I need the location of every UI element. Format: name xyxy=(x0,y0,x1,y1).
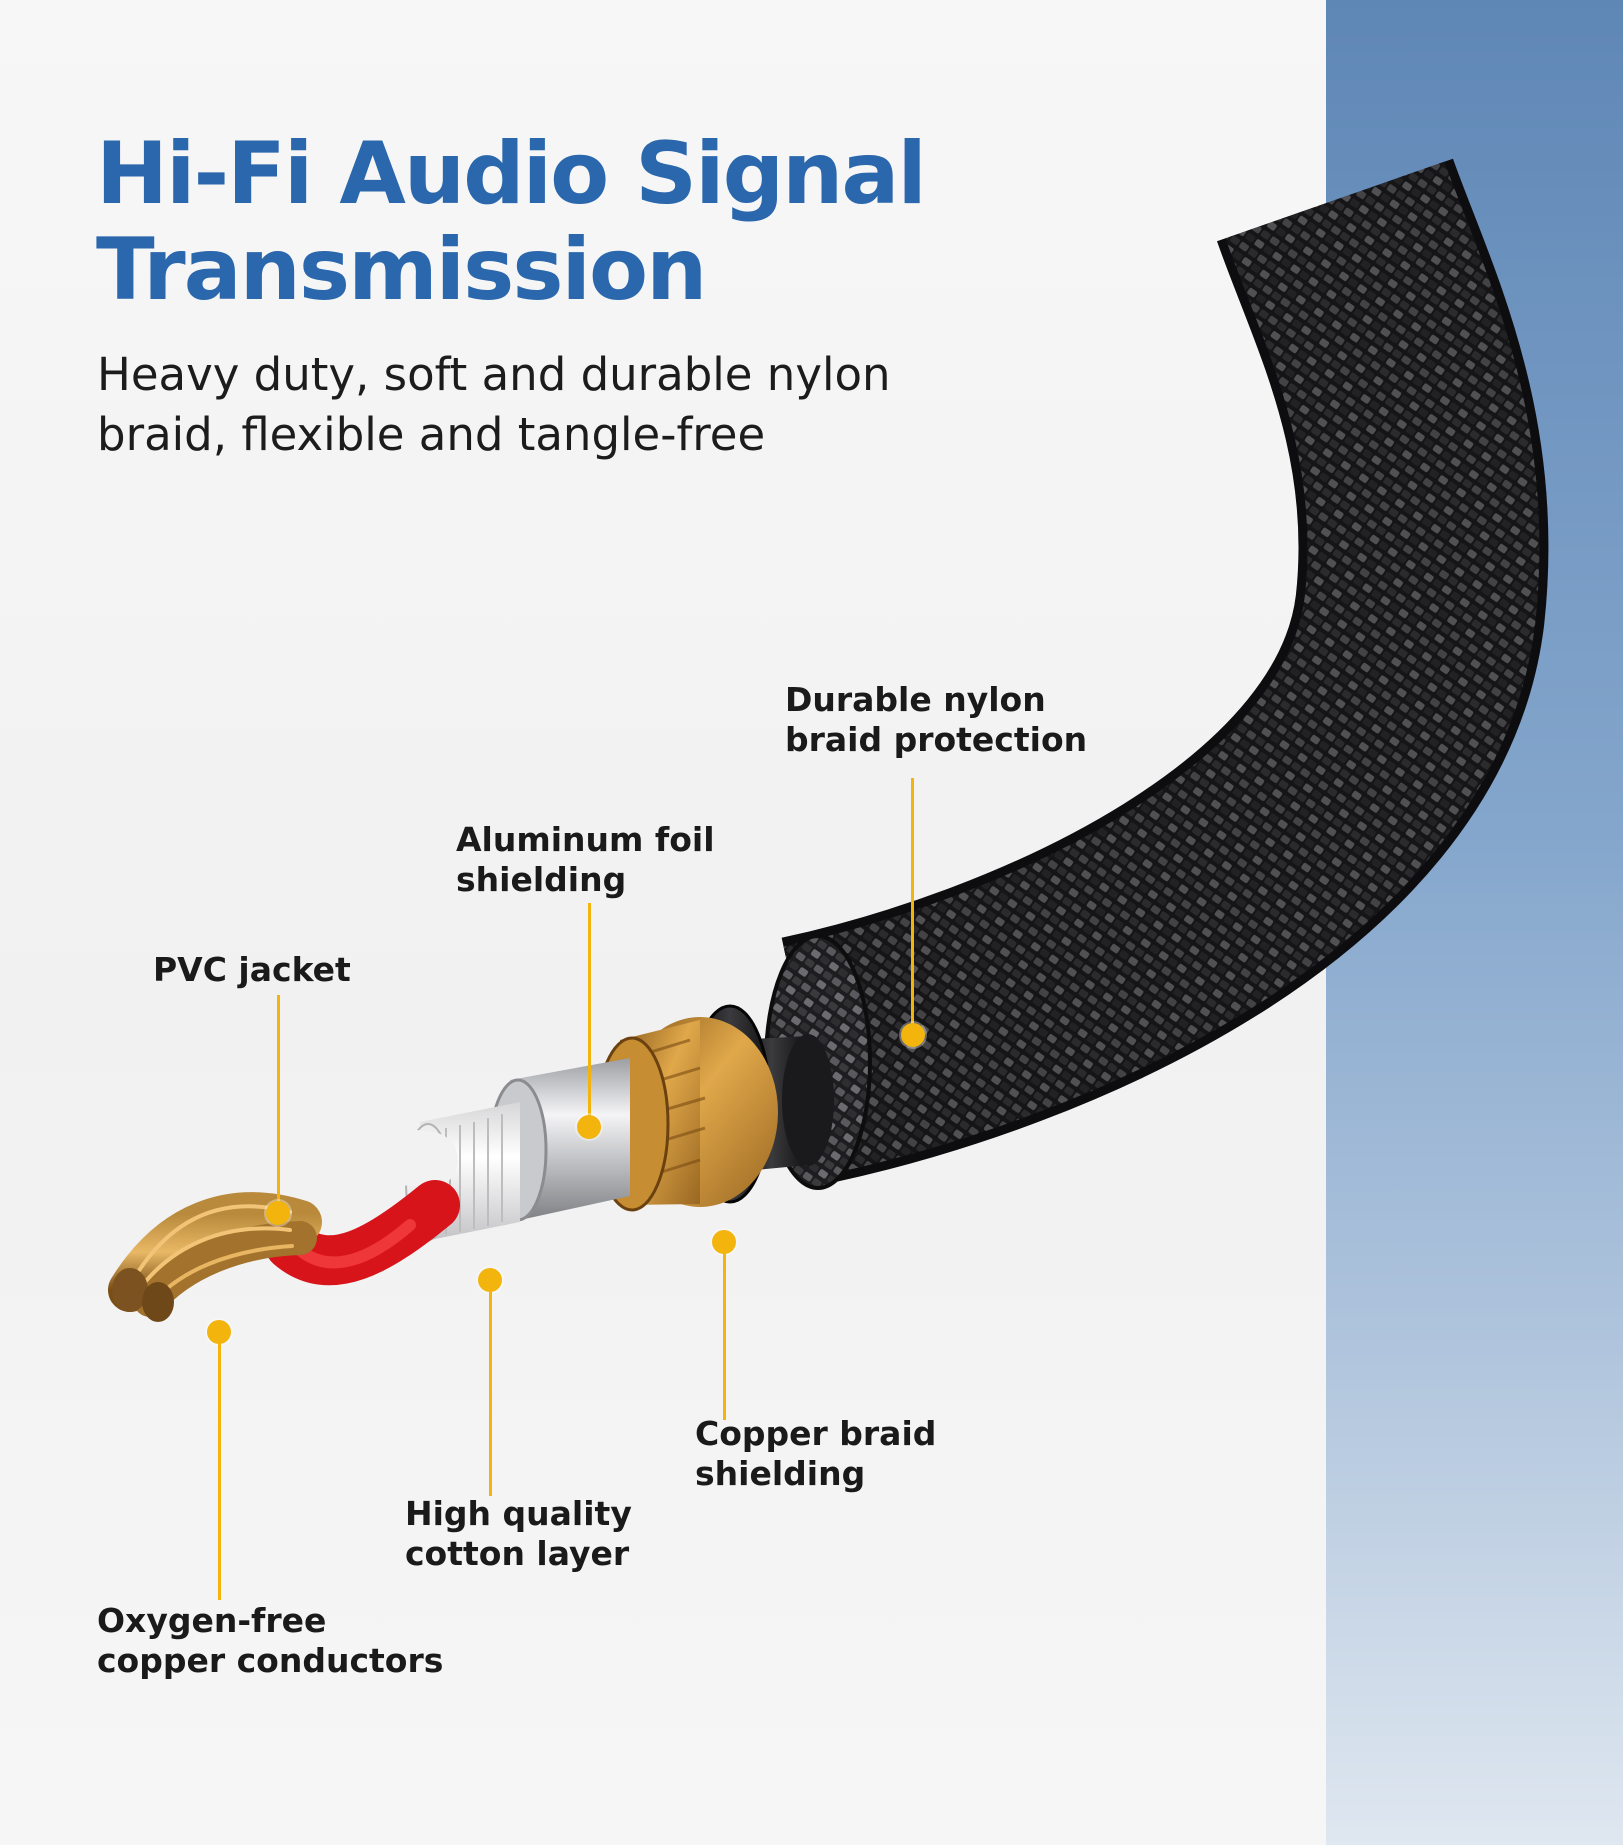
callout-label-copper-braid: Copper braid shielding xyxy=(695,1414,936,1494)
callout-label-aluminum-foil: Aluminum foil shielding xyxy=(456,820,715,900)
callout-label-cotton-layer: High quality cotton layer xyxy=(405,1494,632,1574)
callout-label-line: shielding xyxy=(456,860,627,899)
callout-dot-pvc-jacket xyxy=(266,1201,290,1225)
callout-label-line: High quality xyxy=(405,1494,632,1533)
title-line-2: Transmission xyxy=(96,220,707,320)
callout-label-pvc-jacket: PVC jacket xyxy=(153,950,351,990)
callout-line-cotton-layer xyxy=(489,1280,492,1496)
callout-line-aluminum-foil xyxy=(588,903,591,1127)
callout-label-line: Aluminum foil xyxy=(456,820,715,859)
callout-label-line: PVC jacket xyxy=(153,950,351,989)
callout-label-line: cotton layer xyxy=(405,1534,630,1573)
callout-line-nylon-braid xyxy=(911,778,914,1035)
subtitle-line-1: Heavy duty, soft and durable nylon xyxy=(97,348,891,401)
page-title: Hi-Fi Audio Signal Transmission xyxy=(96,126,1096,318)
callout-dot-nylon-braid xyxy=(901,1023,925,1047)
callout-line-copper-conductors xyxy=(218,1332,221,1600)
callout-label-line: braid protection xyxy=(785,720,1088,759)
callout-line-copper-braid xyxy=(723,1242,726,1420)
callout-label-line: Copper braid xyxy=(695,1414,937,1453)
callout-label-copper-conductors: Oxygen-free copper conductors xyxy=(97,1601,443,1681)
callout-label-nylon-braid: Durable nylon braid protection xyxy=(785,680,1087,760)
page-subtitle: Heavy duty, soft and durable nylon braid… xyxy=(97,345,997,465)
callout-dot-aluminum-foil xyxy=(577,1115,601,1139)
subtitle-line-2: braid, flexible and tangle-free xyxy=(97,408,766,461)
callout-line-pvc-jacket xyxy=(277,995,280,1213)
callout-label-line: shielding xyxy=(695,1454,866,1493)
callout-label-line: Oxygen-free xyxy=(97,1601,327,1640)
callout-label-line: Durable nylon xyxy=(785,680,1046,719)
callout-label-line: copper conductors xyxy=(97,1641,444,1680)
title-line-1: Hi-Fi Audio Signal xyxy=(96,124,927,224)
